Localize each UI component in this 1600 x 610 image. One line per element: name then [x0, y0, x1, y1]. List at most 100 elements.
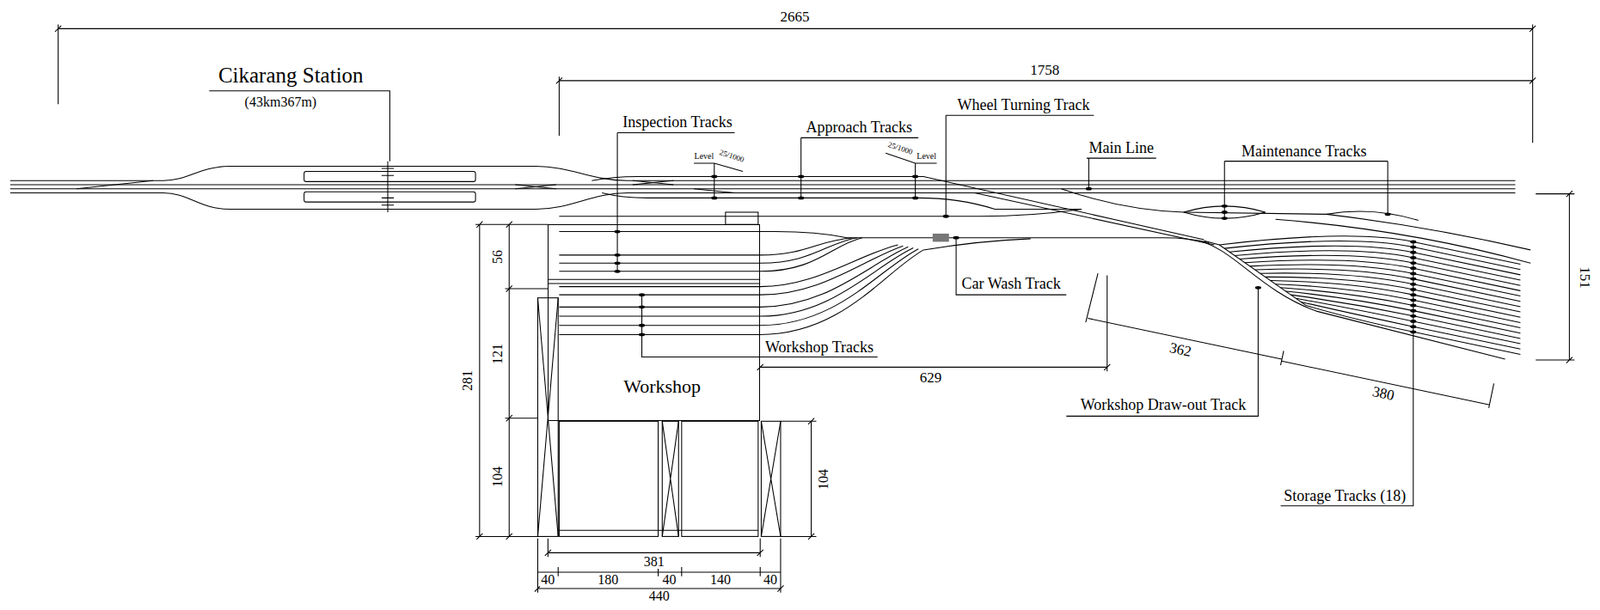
maintenance-track — [1326, 211, 1419, 221]
dimension-value: 440 — [648, 589, 671, 604]
dimension-value-holder: 121 — [490, 343, 505, 366]
dimension-line — [780, 418, 817, 540]
track-marker-dot — [1409, 298, 1417, 302]
dimension-value-holder: 440 — [648, 589, 671, 604]
dimension-value-holder: 56 — [490, 249, 505, 265]
dimension-value: 151 — [1577, 265, 1593, 290]
dimension-value: 40 — [539, 573, 556, 588]
dimension-value: 121 — [490, 343, 505, 366]
dimension-line — [545, 539, 764, 558]
leader-line — [208, 91, 390, 162]
dimension-line — [1535, 190, 1575, 364]
gradient-marker — [693, 163, 743, 198]
workshop-building — [725, 212, 759, 225]
track-marker-dot — [1409, 288, 1417, 292]
leader-line — [801, 137, 919, 198]
dimension-line — [504, 221, 548, 540]
dimension-value-holder: 362 — [1167, 340, 1194, 360]
dimension-value: 40 — [662, 573, 678, 588]
dimension-value-holder: 40 — [539, 573, 556, 588]
track-marker-dot — [912, 196, 919, 200]
dimension-value: 104 — [490, 465, 505, 489]
track-marker-dot — [1409, 282, 1417, 287]
depot-track — [558, 208, 1209, 335]
track-marker-dot — [1085, 187, 1092, 191]
main-line-track — [514, 180, 735, 193]
track-label-holder: Car Wash Track — [961, 275, 1062, 292]
track-marker-dot — [613, 253, 620, 258]
track-marker-dot — [1409, 245, 1417, 250]
track-marker-dot — [1221, 210, 1228, 215]
track-marker-dot — [613, 261, 620, 265]
station-marker — [381, 161, 394, 213]
track-marker-dot — [638, 333, 645, 338]
gradient-label: Level — [693, 152, 716, 161]
dimension-value-holder: 1758 — [1029, 61, 1061, 77]
track-marker-dot — [1409, 266, 1417, 270]
track-marker-dot — [943, 214, 950, 219]
workshop-building — [760, 421, 781, 537]
main-line-track — [10, 166, 1516, 210]
approach-track — [974, 192, 1214, 246]
track-marker-dot — [1221, 204, 1228, 209]
dimension-value: 381 — [643, 555, 666, 570]
dimension-value-holder: 629 — [919, 370, 944, 386]
track-marker-dot — [1409, 304, 1417, 308]
track-label: Wheel Turning Track — [956, 97, 1091, 113]
dimension-line — [55, 24, 1536, 144]
dimension-value-holder: 151 — [1577, 265, 1593, 290]
dimension-line — [757, 275, 1111, 373]
dimension-value: 281 — [460, 369, 475, 393]
storage-track — [1295, 298, 1521, 344]
track-label: Inspection Tracks — [621, 114, 734, 130]
station-platform — [304, 171, 476, 203]
station-platform — [304, 171, 476, 183]
workshop-building — [662, 421, 679, 537]
track-marker-dot — [1409, 314, 1417, 319]
dimension-value-holder: 380 — [1370, 384, 1397, 404]
chainage-label-holder: (43km367m) — [244, 95, 319, 110]
dimension-value: 56 — [490, 249, 505, 265]
depot-track — [558, 238, 862, 272]
track-marker-dot — [1409, 293, 1417, 297]
track-marker-dot — [797, 196, 804, 200]
leader-line — [1224, 161, 1388, 219]
depot-track — [558, 232, 847, 239]
track-marker-dot — [711, 175, 718, 179]
track-marker-dot — [1409, 309, 1417, 313]
track-marker-dot — [1409, 272, 1417, 276]
track-label: Car Wash Track — [961, 275, 1062, 292]
depot-track — [558, 245, 898, 288]
station-name: Cikarang Station — [217, 63, 365, 86]
depot-track — [558, 238, 858, 264]
dimension-value: 362 — [1167, 340, 1194, 360]
track-marker-dot — [1409, 240, 1417, 245]
main-line-track — [10, 183, 1516, 185]
dimension-line — [1085, 273, 1284, 366]
storage-track — [1285, 291, 1521, 334]
dimension-value-holder: 381 — [643, 555, 666, 570]
track-marker-dot — [953, 236, 960, 240]
gradient-label: 25/1000 — [717, 147, 747, 164]
track-marker-dot — [1409, 256, 1417, 260]
track-label: Approach Tracks — [805, 119, 914, 135]
station-name-holder: Cikarang Station — [217, 63, 365, 86]
track-label: Maintenance Tracks — [1240, 143, 1368, 160]
track-label-holder: Main Line — [1088, 140, 1155, 156]
storage-track — [1290, 294, 1521, 339]
main-line-track — [10, 166, 1516, 182]
track-label: Workshop Tracks — [764, 339, 875, 356]
dimension-line — [1281, 361, 1495, 409]
dimension-value-holder: 2665 — [779, 8, 811, 24]
dimension-value-holder: 40 — [762, 573, 779, 588]
track-marker-dot — [1409, 324, 1417, 329]
workshop-building — [547, 279, 761, 284]
dimension-line — [55, 24, 1575, 594]
track-label-holder: Workshop Tracks — [764, 339, 875, 356]
approach-track — [591, 176, 1204, 240]
workshop-building — [662, 421, 679, 537]
track-label: Storage Tracks (18) — [1282, 488, 1407, 504]
main-line-track — [10, 192, 1516, 209]
depot-track — [558, 208, 1082, 216]
